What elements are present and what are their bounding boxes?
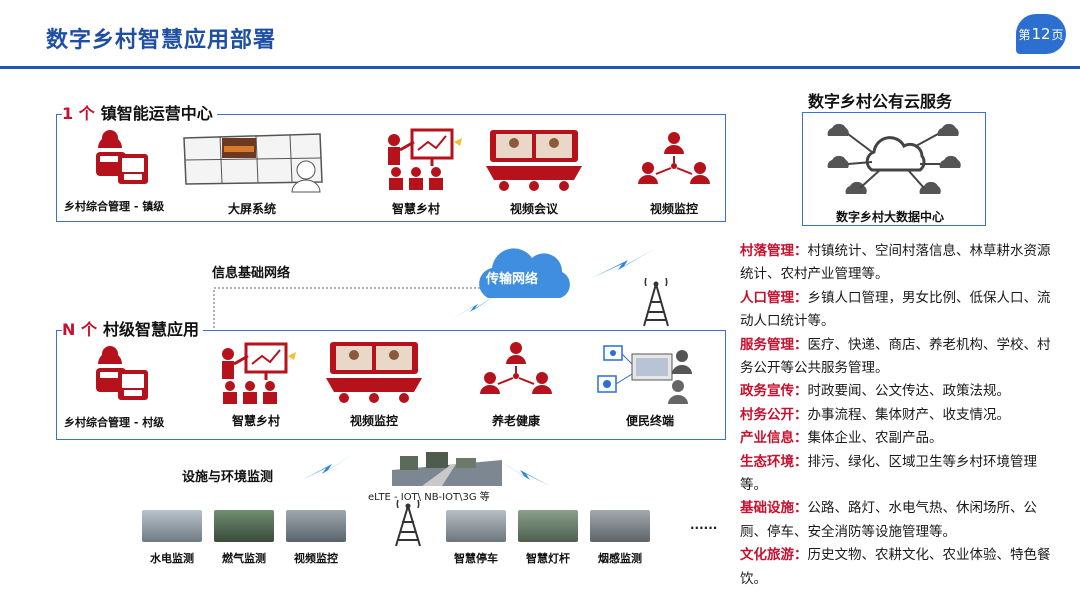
town-panel-heading: 1 个镇智能运营中心	[62, 100, 217, 124]
village-item-label-4: 便民终端	[625, 414, 674, 428]
street-scene-image	[392, 452, 502, 486]
parking-thumb	[446, 510, 506, 542]
cloud-network-icon	[827, 123, 961, 194]
lightning-icon	[498, 460, 550, 486]
town-item-label-3: 视频会议	[509, 202, 558, 216]
header-divider	[0, 66, 1080, 69]
conference-icon	[326, 342, 422, 403]
smoke-sensor-thumb	[590, 510, 650, 542]
transport-cloud-icon	[479, 248, 570, 298]
presentation-icon	[388, 128, 462, 190]
facility-left-label-1: 燃气监测	[222, 552, 266, 565]
elte-label: eLTE - IOT\ NB-IOT\3G 等	[368, 492, 490, 503]
antenna-tower-icon	[395, 500, 421, 547]
facility-right-label-2: 烟感监测	[598, 552, 642, 565]
description-item: 产业信息：集体企业、农副产品。	[740, 430, 943, 447]
more-ellipsis: ......	[690, 518, 718, 532]
town-panel	[56, 114, 726, 222]
presentation-icon	[222, 342, 296, 404]
village-panel-heading: N 个村级智慧应用	[62, 316, 203, 340]
terminal-people-icon	[597, 345, 692, 404]
facility-left-label-0: 水电监测	[150, 552, 194, 565]
cloud-service-title: 数字乡村公有云服务	[808, 92, 953, 111]
gas-monitor-thumb	[214, 510, 274, 542]
big-screen-icon	[183, 133, 323, 193]
village-item-label-3: 养老健康	[491, 414, 540, 428]
village-item-label-2: 视频监控	[349, 414, 398, 428]
water-monitor-thumb	[142, 510, 202, 542]
description-item: 基础设施：公路、路灯、水电气热、休闲场所、公厕、停车、安全消防等设施管理等。	[740, 500, 1037, 540]
cloud-caption: 数字乡村大数据中心	[836, 210, 945, 224]
village-item-label-0: 乡村综合管理 - 村级	[64, 416, 165, 429]
monitor-network-icon	[638, 132, 710, 184]
lamp-pole-thumb	[518, 510, 578, 542]
description-item: 文化旅游：历史文物、农耕文化、农业体验、特色餐饮。	[740, 547, 1051, 587]
description-item: 生态环境：排污、绿化、区域卫生等乡村环境管理等。	[740, 453, 1037, 494]
description-item: 村落管理：村镇统计、空间村落信息、林草耕水资源统计、农村产业管理等。	[740, 243, 1051, 283]
town-item-label-1: 大屏系统	[227, 202, 276, 216]
town-item-label-4: 视频监控	[649, 202, 698, 216]
video-monitor-thumb	[286, 510, 346, 542]
lightning-icon	[592, 248, 656, 278]
town-item-label-0: 乡村综合管理 - 镇级	[64, 200, 165, 213]
facility-right-label-0: 智慧停车	[454, 552, 498, 565]
description-item: 政务宣传：时政要闻、公文传达、政策法规。	[740, 383, 1010, 400]
people-network-icon	[480, 342, 552, 394]
description-item: 服务管理：医疗、快递、商店、养老机构、学校、村务公开等公共服务管理。	[740, 336, 1051, 377]
lightning-icon	[302, 454, 354, 480]
network-connector	[213, 287, 490, 332]
facility-left-label-2: 视频监控	[294, 552, 338, 565]
page-title: 数字乡村智慧应用部署	[46, 28, 277, 53]
transport-network-label: 传输网络	[486, 272, 539, 287]
computer-user-icon	[96, 346, 148, 400]
town-item-label-2: 智慧乡村	[391, 202, 440, 216]
description-item: 人口管理：乡镇人口管理，男女比例、低保人口、流动人口统计等。	[740, 289, 1051, 330]
facility-right-label-1: 智慧灯杆	[526, 552, 570, 565]
computer-user-icon	[96, 130, 148, 184]
info-network-label: 信息基础网络	[212, 266, 291, 281]
conference-icon	[486, 130, 582, 191]
facilities-title: 设施与环境监测	[182, 470, 274, 485]
lightning-icon	[450, 292, 500, 320]
village-item-label-1: 智慧乡村	[231, 414, 280, 428]
description-item: 村务公开：办事流程、集体财产、收支情况。	[740, 406, 1010, 423]
description-list: 村落管理：村镇统计、空间村落信息、林草耕水资源统计、农村产业管理等。 人口管理：…	[740, 240, 1060, 591]
antenna-tower-icon	[643, 278, 669, 327]
